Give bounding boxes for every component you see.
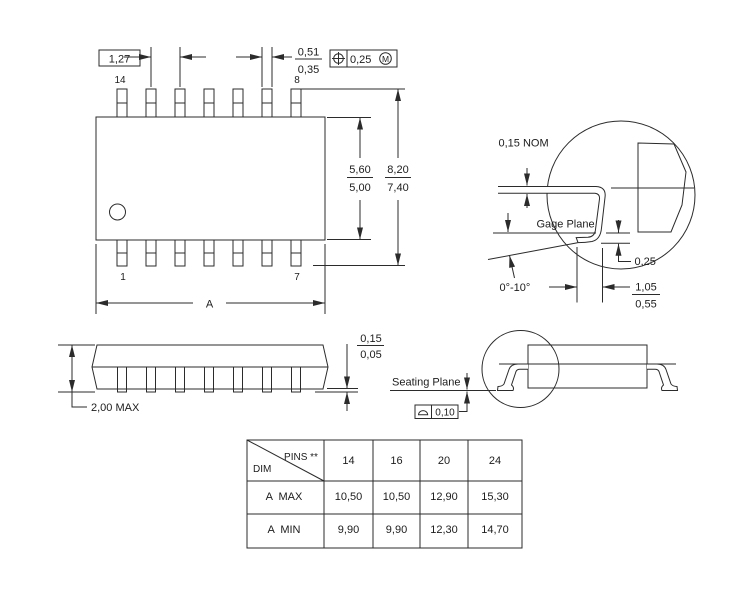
- gage-plane-callout: Gage Plane: [493, 213, 596, 234]
- top-pins: [116, 88, 302, 118]
- gull-wing-lead-profile: [498, 186, 606, 244]
- lead-pitch-dimension: 1,27: [98, 47, 206, 87]
- standoff-dimension: 0,15 0,05: [315, 333, 384, 411]
- body-length-dimension: A: [95, 244, 326, 314]
- table-cell: 12,90: [430, 491, 458, 503]
- foot-length-dimension: 1,05 0,55: [549, 247, 660, 311]
- seating-plane-callout: Seating Plane 0,10: [390, 373, 496, 419]
- max-height-value: 2,00 MAX: [91, 402, 140, 414]
- row-dim-label: A MIN: [267, 524, 300, 536]
- body-width-min: 5,00: [349, 182, 370, 194]
- profile-surface-icon: [417, 410, 429, 416]
- table-row-a-min: A MIN 9,90 9,90 12,30 14,70: [267, 524, 508, 536]
- flatness-value: 0,10: [435, 408, 455, 419]
- lead-width-dimension: 0,51 0,35: [236, 47, 322, 87]
- end-body-outline: [527, 344, 648, 389]
- dimension-table: PINS ** DIM 14 16 20 24 A MAX 10,50 10,5…: [246, 439, 523, 549]
- foot-length-min: 0,55: [635, 299, 656, 311]
- table-cell: 12,30: [430, 524, 458, 536]
- pins-column-header: 14: [342, 455, 354, 467]
- overall-width-max: 8,20: [387, 164, 408, 176]
- mmc-modifier: M: [382, 54, 389, 64]
- flatness-feature-control-frame: 0,10: [414, 404, 459, 419]
- lead-thickness-dimension: 0,15 NOM: [499, 138, 549, 208]
- top-view: 14 8 1 7 1,27 0,51 0,35: [95, 47, 411, 314]
- pins-column-header: 24: [489, 455, 501, 467]
- standoff-min: 0,05: [360, 349, 381, 361]
- position-tolerance-icon: [332, 52, 345, 65]
- pin1-index-mark: [109, 203, 126, 221]
- true-position-value: 0,25: [350, 54, 371, 66]
- lead-thickness-value: 0,15 NOM: [499, 138, 549, 150]
- overall-width-dimension: 8,20 7,40: [300, 88, 411, 266]
- table-cell: 15,30: [481, 491, 509, 503]
- foot-length-max: 1,05: [635, 282, 656, 294]
- lead-pitch-value: 1,27: [109, 54, 130, 66]
- overall-width-min: 7,40: [387, 182, 408, 194]
- gage-to-seating-value: 0,25: [635, 256, 656, 268]
- right-gull-wing-lead: [647, 363, 679, 391]
- pin-number-bottom-left: 1: [120, 272, 126, 283]
- package-body-outline: [95, 116, 326, 241]
- max-height-dimension: 2,00 MAX: [58, 344, 140, 414]
- lead-width-min: 0,35: [298, 64, 319, 76]
- row-dim-label: A MAX: [266, 491, 303, 503]
- left-gull-wing-lead: [496, 363, 528, 391]
- lead-detail-view: 0,15 NOM Gage Plane 0,25 0°-10°: [487, 120, 696, 311]
- seating-plane-slant-line: [487, 242, 578, 260]
- lead-width-max: 0,51: [298, 47, 319, 59]
- foot-angle-callout: 0°-10°: [487, 242, 578, 294]
- table-cell: 10,50: [383, 491, 411, 503]
- detail-circle: [546, 120, 696, 270]
- gage-plane-label: Gage Plane: [537, 219, 595, 231]
- standoff-max: 0,15: [360, 333, 381, 345]
- gage-to-seating-dimension: 0,25: [601, 220, 656, 268]
- table-cell: 14,70: [481, 524, 509, 536]
- table-corner-pins-label: PINS **: [284, 452, 318, 463]
- table-cell: 9,90: [386, 524, 407, 536]
- body-length-label: A: [206, 299, 214, 311]
- side-view: 2,00 MAX 0,15 0,05: [58, 333, 384, 414]
- body-width-dimension: 5,60 5,00: [327, 117, 373, 240]
- pins-column-header: 16: [390, 455, 402, 467]
- table-corner-dim-label: DIM: [253, 464, 271, 475]
- bottom-pins: [116, 239, 302, 267]
- pin-number-top-right: 8: [294, 75, 300, 86]
- seating-plane-label: Seating Plane: [392, 377, 461, 389]
- header-diagonal-divider: [246, 439, 325, 482]
- end-view: Seating Plane 0,10: [390, 330, 679, 419]
- table-row-a-max: A MAX 10,50 10,50 12,90 15,30: [266, 491, 509, 503]
- detail-reference-circle: [481, 330, 560, 408]
- body-width-max: 5,60: [349, 164, 370, 176]
- pin-number-bottom-right: 7: [294, 272, 300, 283]
- table-cell: 10,50: [335, 491, 363, 503]
- pin-number-top-left: 14: [114, 75, 126, 86]
- true-position-feature-control-frame: 0,25 M: [329, 49, 398, 68]
- foot-angle-value: 0°-10°: [500, 282, 531, 294]
- table-cell: 9,90: [338, 524, 359, 536]
- basic-dimension-box: [98, 49, 141, 67]
- circled-m-icon: M: [379, 52, 392, 65]
- pins-column-header: 20: [438, 455, 450, 467]
